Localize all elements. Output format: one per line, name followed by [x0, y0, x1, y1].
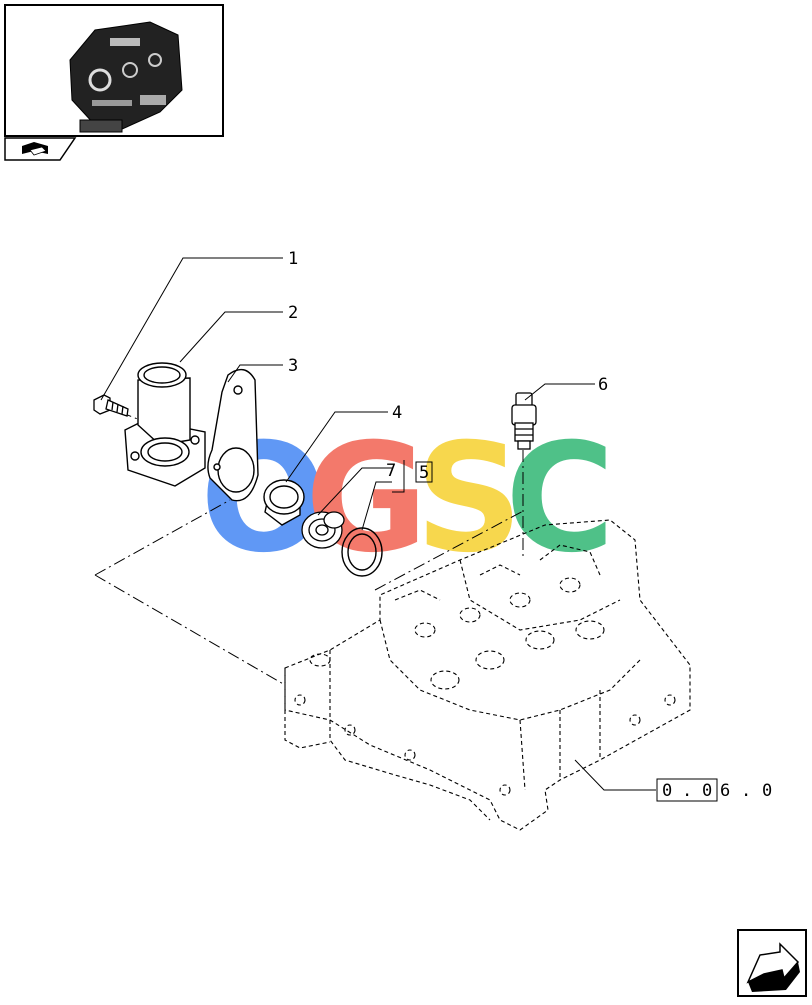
part-7-thermostat[interactable]: [301, 511, 345, 549]
watermark-letter-s: S: [415, 412, 523, 586]
section-reference[interactable]: 0 . 0 6 . 0: [656, 778, 772, 802]
part-4-sleeve[interactable]: [263, 479, 305, 526]
cylinder-head[interactable]: [284, 519, 691, 831]
callout-6: 6: [598, 375, 608, 395]
callout-7: 7: [386, 461, 396, 481]
assembly-axis-lines: [94, 411, 526, 686]
callout-4: 4: [392, 403, 402, 423]
reference-boxed-2: 0: [702, 781, 712, 801]
next-page-arrow-icon[interactable]: [737, 929, 807, 997]
reference-plain-0: 6: [720, 781, 730, 801]
part-2-thermostat-housing[interactable]: [124, 362, 206, 487]
leader-lines: [100, 257, 656, 791]
reference-boxed-0: 0: [662, 781, 672, 801]
book-icon[interactable]: [4, 137, 77, 161]
part-6-sensor[interactable]: [511, 392, 537, 450]
callout-5-box: 5: [415, 461, 433, 483]
part-3-gasket[interactable]: [207, 368, 259, 502]
part-o-ring[interactable]: [341, 527, 383, 577]
part-1-bolt[interactable]: [93, 394, 129, 417]
callout-5: 5: [419, 463, 429, 483]
callout-2: 2: [288, 303, 298, 323]
reference-plain-1: .: [741, 781, 751, 801]
callout-1: 1: [288, 249, 298, 269]
reference-plain-2: 0: [762, 781, 772, 801]
callout-3: 3: [288, 356, 298, 376]
engine-thumbnail-icon[interactable]: [4, 4, 224, 137]
watermark: O G S C: [200, 412, 615, 586]
watermark-letter-g: G: [305, 412, 428, 586]
reference-boxed-1: .: [682, 781, 692, 801]
